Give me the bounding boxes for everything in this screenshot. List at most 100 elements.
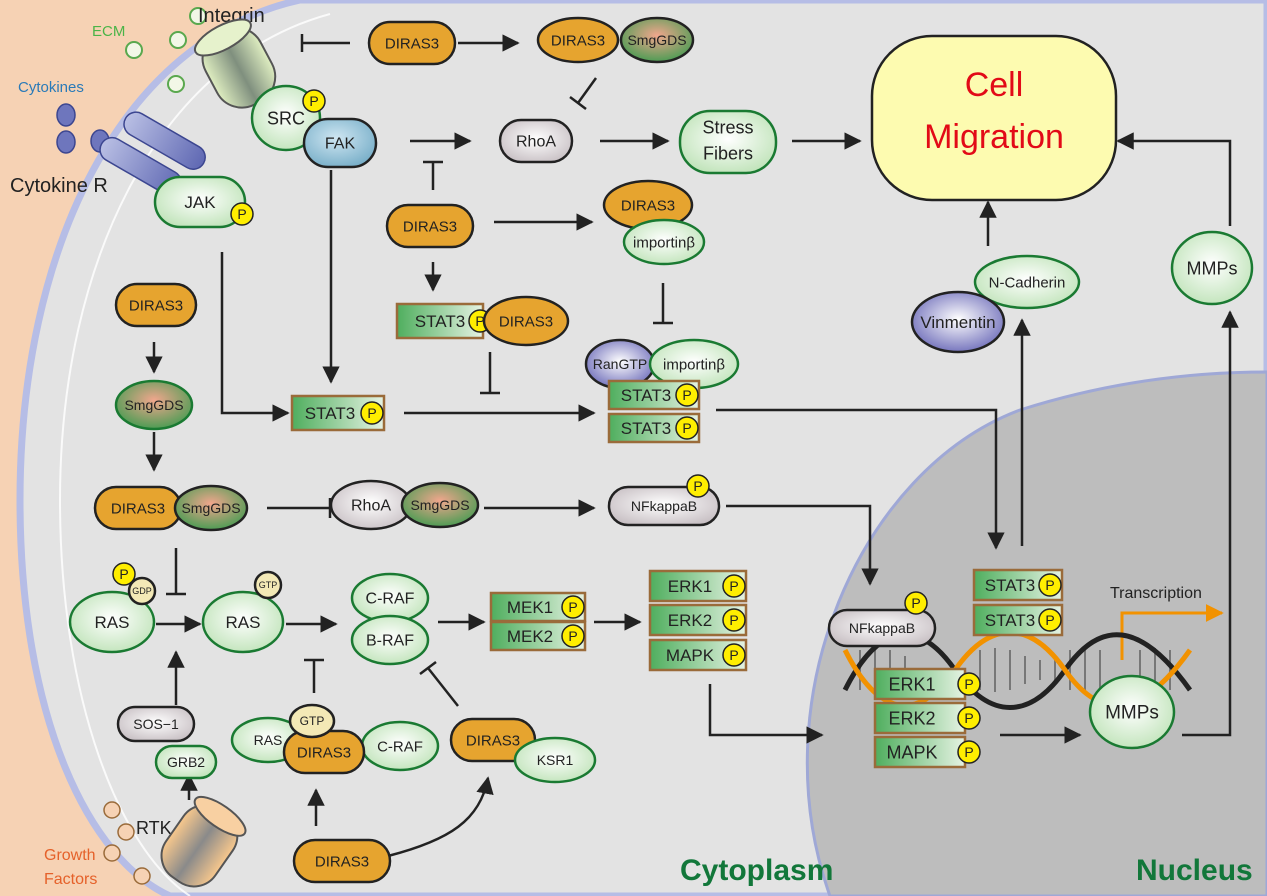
- stat3-phospho-box-phospho-icon: P: [360, 401, 384, 425]
- stress-fibers-line1: Stress: [702, 117, 753, 137]
- src-phospho-icon-label: P: [309, 93, 318, 109]
- rtk-receptor: [160, 795, 247, 888]
- ras-gdp-phospho-icon: P: [112, 562, 136, 586]
- nuc-erk2-box-phospho-icon-label: P: [964, 710, 973, 726]
- diras3-middle-label: DIRAS3: [403, 218, 457, 235]
- diras3-smggds-complex-diras3: DIRAS3: [536, 16, 620, 64]
- vimentin-node: Vinmentin: [910, 290, 1006, 354]
- ksr1-node-label: KSR1: [537, 752, 574, 768]
- nuc-mmps-node-label: MMPs: [1105, 703, 1159, 724]
- fak-node-label: FAK: [325, 136, 356, 153]
- erk2-box-phospho-icon-label: P: [729, 612, 738, 628]
- diras3-top: DIRAS3: [367, 20, 457, 66]
- nuc-erk2-box: ERK2: [873, 701, 967, 735]
- gtp-node-top: GTP: [253, 570, 283, 600]
- importin-complex-node-label: importinβ: [663, 356, 725, 373]
- importin-node: importinβ: [622, 218, 706, 266]
- nuc-erk2-box-phospho-icon: P: [957, 706, 981, 730]
- extracellular-ligands: [125, 7, 207, 93]
- erk1-box-phospho-icon-label: P: [729, 578, 738, 594]
- stat3-dimer-top-phospho-icon: P: [675, 383, 699, 407]
- jak-node-label: JAK: [184, 193, 216, 212]
- sos1-node-label: SOS−1: [133, 716, 179, 732]
- complex-gtp-node-label: GTP: [300, 714, 325, 728]
- nuc-erk1-box-label: ERK1: [888, 674, 935, 694]
- nuc-mmps-node: MMPs: [1088, 674, 1176, 750]
- nfkappab-nuc-phospho-icon: P: [904, 591, 928, 615]
- craf-node-label: C-RAF: [366, 591, 415, 608]
- nuc-stat3-top-label: STAT3: [985, 576, 1035, 595]
- rhoa-smggds-smggds: SmgGDS: [400, 481, 480, 529]
- ncadherin-node: N-Cadherin: [973, 254, 1081, 310]
- erk1-box-label: ERK1: [668, 577, 712, 596]
- complex-craf-node-label: C-RAF: [377, 738, 423, 755]
- mek1-box-label: MEK1: [507, 598, 553, 617]
- stat3-dimer-bottom-phospho-icon-label: P: [682, 420, 691, 436]
- nuc-stat3-bottom-phospho-icon: P: [1038, 608, 1062, 632]
- membrane-inner-line: [58, 13, 331, 896]
- stat3-dimer-bottom-phospho-icon: P: [675, 416, 699, 440]
- nuc-mapk-box-phospho-icon-label: P: [964, 744, 973, 760]
- diras3-smggds-complex-smggds-label: SmgGDS: [627, 32, 686, 48]
- inhibit-rhoa-top: [576, 77, 598, 104]
- stat3-bound-diras3: DIRAS3: [482, 295, 570, 347]
- diras3-middle: DIRAS3: [385, 203, 475, 249]
- nfkappab-nuc-node-label: NFkappaB: [849, 620, 915, 636]
- stress-fibers-line2: Fibers: [703, 143, 753, 163]
- diras3-smggds-smggds: SmgGDS: [173, 484, 249, 532]
- craf-node: C-RAF: [350, 572, 430, 624]
- nuc-mapk-box-label: MAPK: [886, 742, 937, 762]
- erk2-box-label: ERK2: [668, 611, 712, 630]
- transcription-label: Transcription: [1110, 585, 1202, 602]
- diras3-smggds-complex-smggds: SmgGDS: [619, 16, 695, 64]
- complex-ras-node-label: RAS: [254, 732, 283, 748]
- mek2-box-phospho-icon: P: [561, 624, 585, 648]
- ras-gtp-node-label: RAS: [226, 613, 261, 632]
- nuc-erk1-box-phospho-icon-label: P: [964, 676, 973, 692]
- gdp-node: GDP: [127, 576, 157, 606]
- diras3-importin-diras3-label: DIRAS3: [621, 197, 675, 214]
- vimentin-node-label: Vinmentin: [920, 313, 995, 332]
- stat3-phospho-box: STAT3: [290, 394, 386, 432]
- rhoa-smggds-smggds-label: SmgGDS: [410, 497, 469, 513]
- fak-node: FAK: [302, 117, 378, 169]
- stat3-bound-diras3-label: DIRAS3: [499, 313, 553, 330]
- ras-gtp-node: RAS: [201, 590, 285, 654]
- nfkappab-nuc-phospho-icon-label: P: [911, 595, 920, 611]
- nfkappab-cyto-node: NFkappaB: [607, 485, 721, 527]
- nuc-erk2-box-label: ERK2: [888, 708, 935, 728]
- nuc-erk1-box-phospho-icon: P: [957, 672, 981, 696]
- gtp-node-top-label: GTP: [259, 580, 278, 590]
- braf-node: B-RAF: [350, 614, 430, 666]
- diras3-left-label: DIRAS3: [129, 297, 183, 314]
- diras3-left: DIRAS3: [114, 282, 198, 328]
- rangtp-node-label: RanGTP: [593, 356, 647, 372]
- stat3-dimer-top: STAT3: [607, 379, 701, 411]
- diras3-smggds-diras3-label: DIRAS3: [111, 500, 165, 517]
- jak-node: JAK: [153, 175, 247, 229]
- complex-diras3-label: DIRAS3: [297, 744, 351, 761]
- ncadherin-node-label: N-Cadherin: [989, 274, 1066, 291]
- mek1-box-phospho-icon: P: [561, 595, 585, 619]
- diras3-smggds-smggds-label: SmgGDS: [181, 500, 240, 516]
- stat3-phospho-box-label: STAT3: [305, 404, 355, 423]
- nfkappab-cyto-node-label: NFkappaB: [631, 498, 697, 514]
- jak-phospho-icon-label: P: [237, 206, 246, 222]
- integrin-receptor: [193, 18, 277, 109]
- ksr1-node: KSR1: [513, 736, 597, 784]
- stat3-dimer-top-phospho-icon-label: P: [682, 387, 691, 403]
- diras3-smggds-diras3: DIRAS3: [93, 485, 183, 531]
- mapk-box-phospho-icon: P: [722, 643, 746, 667]
- ecm-label: ECM: [92, 23, 125, 40]
- braf-node-label: B-RAF: [366, 633, 414, 650]
- rhoa-smggds-rhoa: RhoA: [329, 479, 413, 531]
- complex-craf-node: C-RAF: [360, 720, 440, 772]
- rtk-label: RTK: [136, 818, 172, 838]
- nuc-mapk-box-phospho-icon: P: [957, 740, 981, 764]
- cytokine-receptor: [99, 111, 206, 196]
- cytokines-label: Cytokines: [18, 79, 84, 96]
- growth-factors-line1: Growth: [44, 847, 96, 864]
- growth-factor-ligands: [103, 801, 151, 885]
- importin-complex-node: importinβ: [648, 338, 740, 390]
